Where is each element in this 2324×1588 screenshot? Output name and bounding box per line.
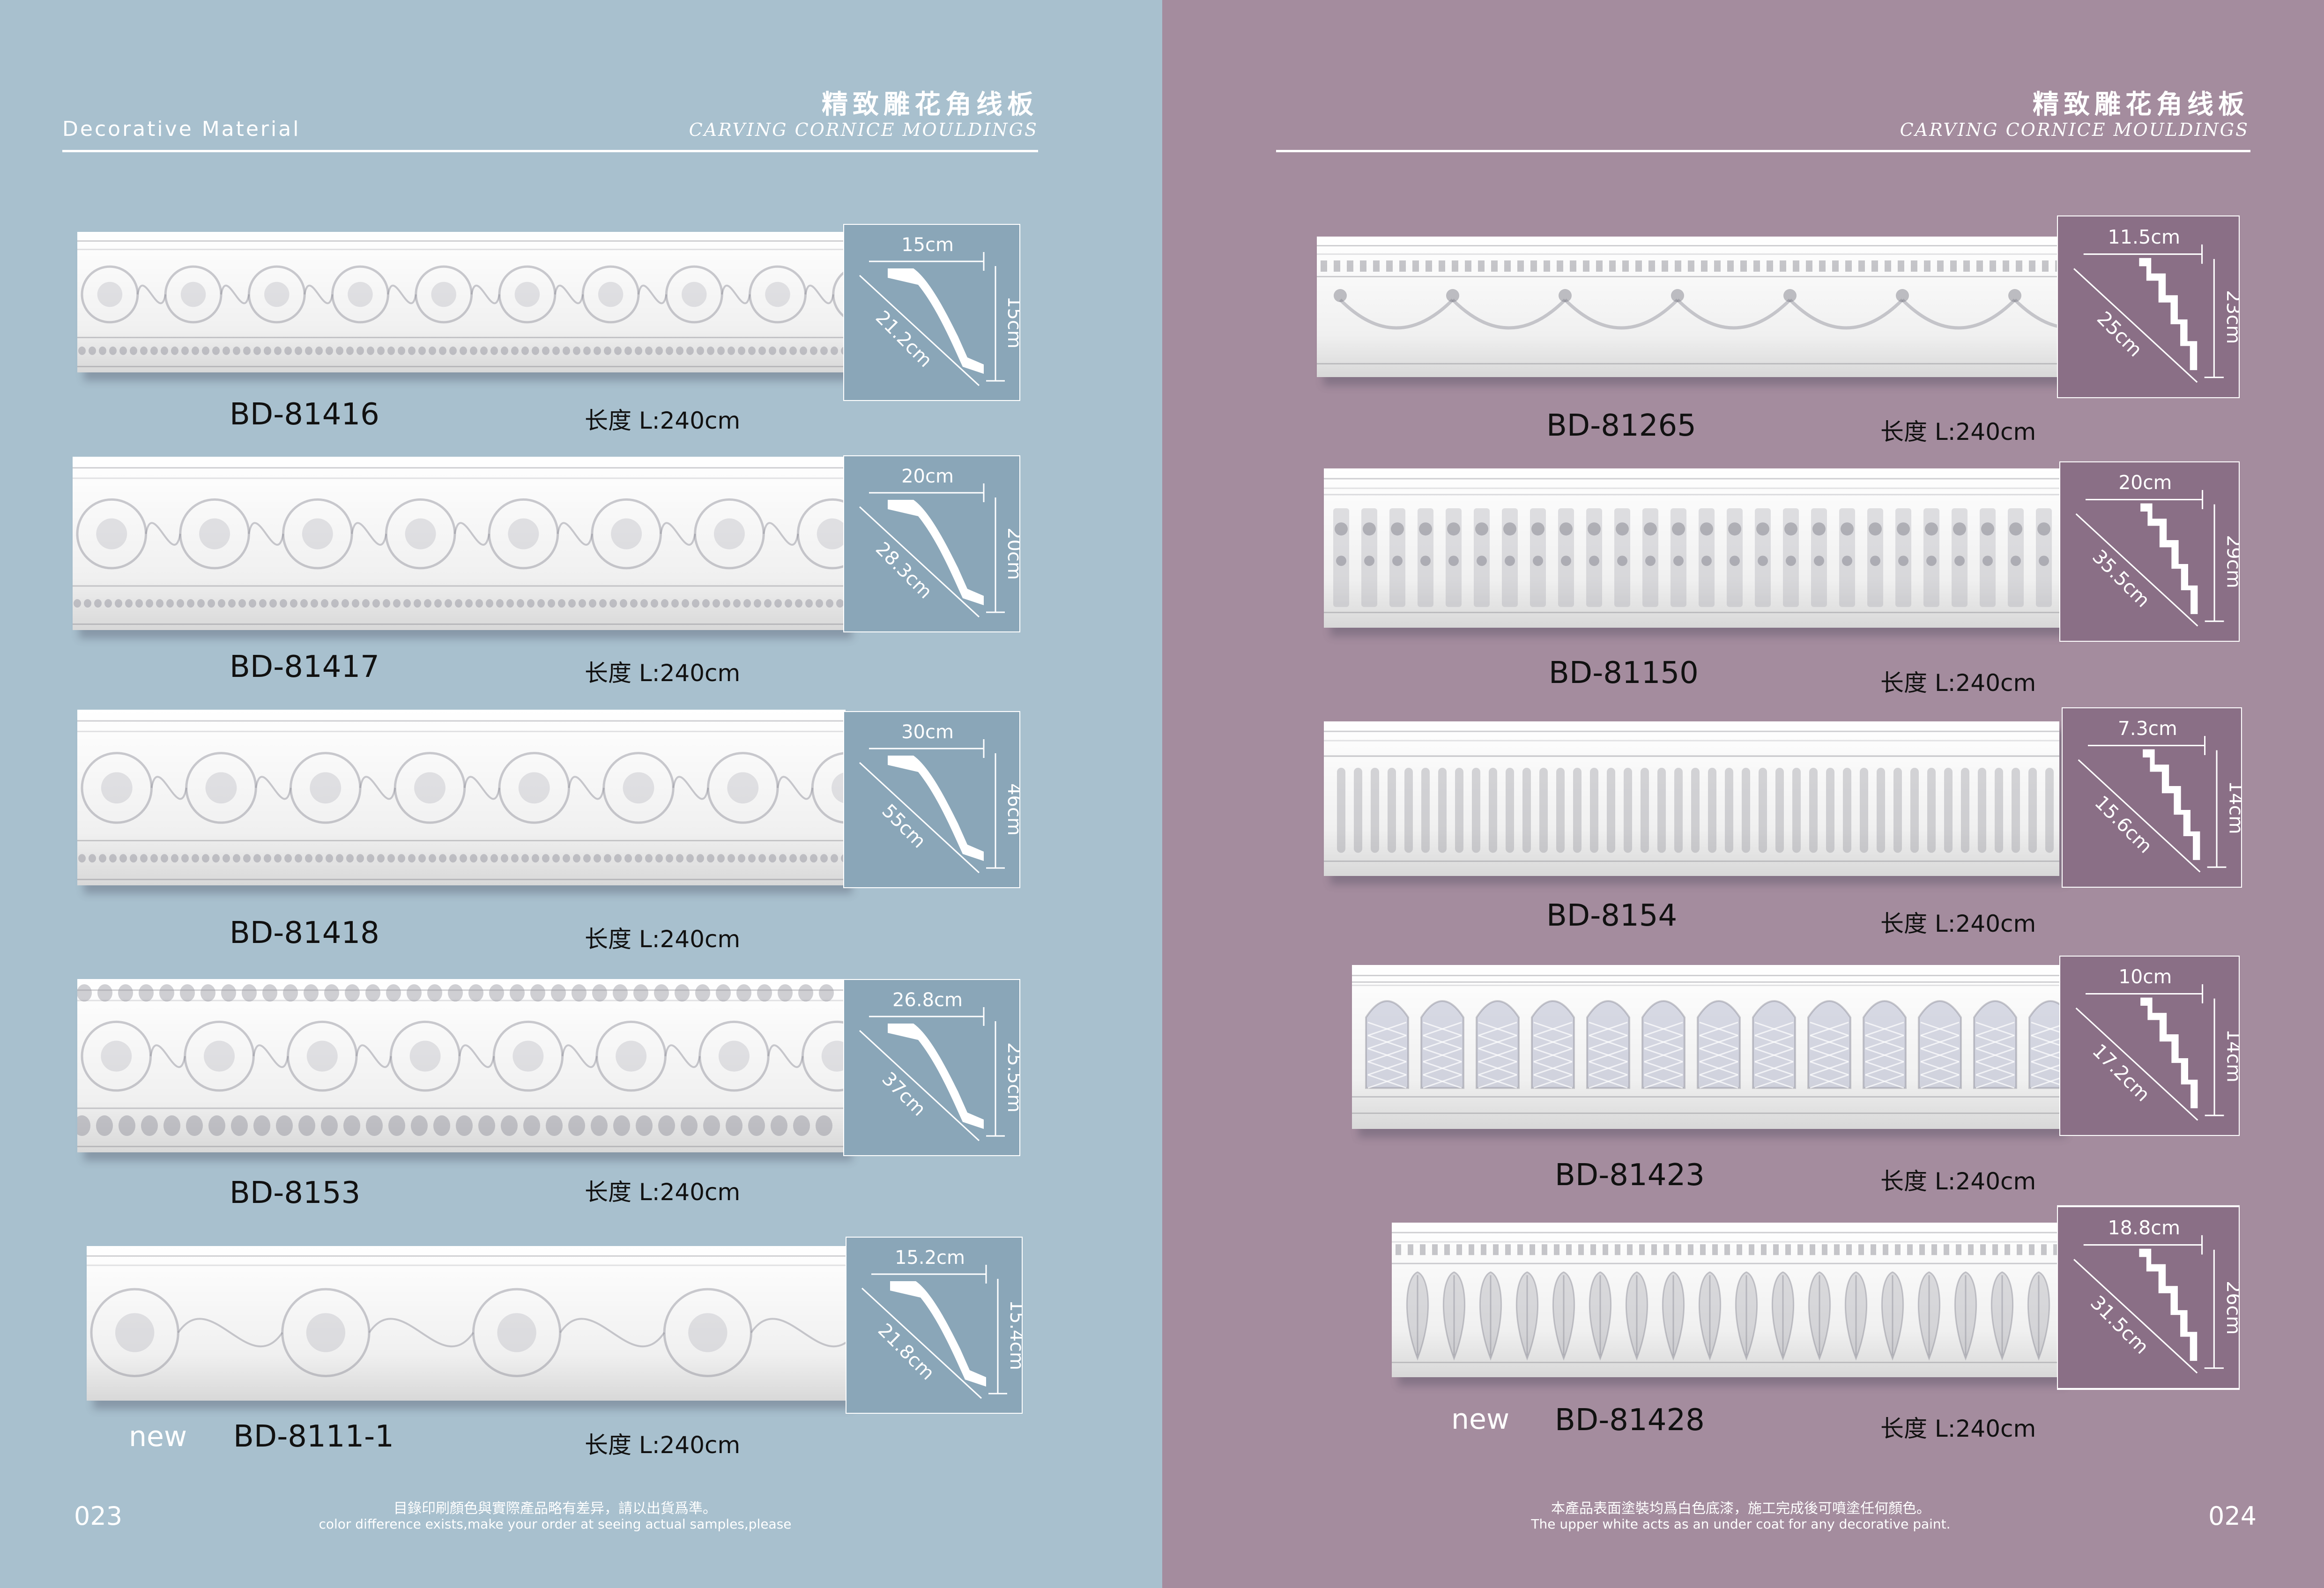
width-label: 20cm — [901, 466, 954, 487]
width-label: 15cm — [901, 234, 954, 256]
profile-spec-box: 7.3cm 14cm 15.6cm — [2062, 707, 2242, 888]
catalog-title-en: CARVING CORNICE MOULDINGS — [1900, 119, 2249, 140]
profile-spec-box: 30cm 46cm 55cm — [843, 711, 1020, 888]
moulding-image — [1317, 237, 2059, 377]
product-code: BD-81428 — [1555, 1403, 1705, 1438]
right-page: 精致雕花角线板 CARVING CORNICE MOULDINGS 11.5cm… — [1162, 0, 2324, 1588]
profile-spec-box: 20cm 29cm 35.5cm — [2059, 461, 2240, 642]
width-label: 10cm — [2118, 965, 2172, 988]
height-label: 15.4cm — [1006, 1300, 1023, 1370]
profile-spec-box: 15cm 15cm 21.2cm — [843, 224, 1020, 401]
moulding-image — [77, 710, 846, 885]
product-code: BD-81265 — [1546, 408, 1696, 443]
moulding-image — [87, 1246, 846, 1401]
profile-spec-box: 15.2cm 15.4cm 21.8cm — [846, 1237, 1023, 1414]
page-number: 024 — [2208, 1501, 2257, 1531]
left-page: Decorative Material 精致雕花角线板 CARVING CORN… — [0, 0, 1162, 1588]
product-length: 长度 L:240cm — [585, 926, 741, 953]
product-code: BD-81416 — [230, 397, 379, 432]
width-label: 20cm — [2118, 471, 2172, 494]
product-code: BD-81423 — [1555, 1158, 1705, 1193]
width-label: 30cm — [901, 721, 954, 743]
footer-note-cn: 本產品表面塗裝均爲白色底漆，施工完成後可噴塗任何顏色。 — [1551, 1500, 1930, 1517]
profile-spec-box: 11.5cm 23cm 25cm — [2057, 215, 2240, 398]
product-code: BD-8111-1 — [233, 1419, 394, 1454]
product-code: BD-8153 — [230, 1176, 361, 1210]
product-code: BD-81417 — [230, 650, 379, 684]
product-length: 长度 L:240cm — [585, 1432, 741, 1459]
product-code: BD-81418 — [230, 916, 379, 950]
width-label: 15.2cm — [895, 1247, 965, 1269]
height-label: 29cm — [2223, 535, 2240, 588]
width-label: 18.8cm — [2108, 1217, 2180, 1239]
profile-spec-box: 18.8cm 26cm 31.5cm — [2057, 1204, 2240, 1391]
width-label: 26.8cm — [892, 989, 963, 1011]
product-length: 长度 L:240cm — [1880, 669, 2036, 697]
catalog-title-en: CARVING CORNICE MOULDINGS — [689, 119, 1038, 140]
height-label: 25.5cm — [1003, 1042, 1020, 1113]
height-label: 14cm — [2225, 781, 2242, 834]
moulding-image — [1352, 965, 2059, 1129]
height-label: 15cm — [1003, 296, 1020, 349]
header-rule — [62, 150, 1038, 152]
product-length: 长度 L:240cm — [1880, 418, 2036, 445]
moulding-image — [77, 232, 846, 372]
moulding-image — [77, 979, 846, 1152]
height-label: 14cm — [2223, 1029, 2240, 1083]
footer-note-en: color difference exists,make your order … — [319, 1516, 792, 1532]
catalog-title-cn: 精致雕花角线板 — [822, 89, 1038, 120]
page-number: 023 — [74, 1501, 123, 1531]
product-length: 长度 L:240cm — [585, 660, 741, 687]
catalog-title-cn: 精致雕花角线板 — [2033, 89, 2249, 120]
moulding-image — [1392, 1223, 2059, 1377]
profile-spec-box: 26.8cm 25.5cm 37cm — [843, 979, 1020, 1156]
product-length: 长度 L:240cm — [1880, 1168, 2036, 1195]
moulding-image — [73, 457, 846, 630]
height-label: 26cm — [2222, 1281, 2240, 1335]
moulding-image — [1324, 721, 2059, 876]
moulding-image — [1324, 468, 2059, 628]
product-length: 长度 L:240cm — [1880, 1415, 2036, 1442]
height-label: 20cm — [1003, 527, 1020, 580]
product-length: 长度 L:240cm — [585, 1179, 741, 1206]
new-badge: new — [1451, 1403, 1510, 1436]
product-length: 长度 L:240cm — [1880, 910, 2036, 937]
footer-note-cn: 目錄印刷顏色與實際產品略有差异，請以出貨爲準。 — [394, 1500, 717, 1517]
height-label: 23cm — [2222, 290, 2240, 344]
brand-name: Decorative Material — [62, 117, 301, 141]
product-code: BD-8154 — [1546, 898, 1678, 933]
width-label: 11.5cm — [2108, 226, 2180, 248]
header-rule — [1276, 150, 2250, 152]
profile-spec-box: 10cm 14cm 17.2cm — [2059, 956, 2240, 1136]
profile-spec-box: 20cm 20cm 28.3cm — [843, 455, 1020, 632]
height-label: 46cm — [1003, 783, 1020, 836]
footer-note-en: The upper white acts as an under coat fo… — [1531, 1516, 1951, 1532]
product-code: BD-81150 — [1549, 656, 1699, 690]
width-label: 7.3cm — [2118, 717, 2177, 740]
new-badge: new — [129, 1420, 187, 1453]
product-length: 长度 L:240cm — [585, 407, 741, 434]
